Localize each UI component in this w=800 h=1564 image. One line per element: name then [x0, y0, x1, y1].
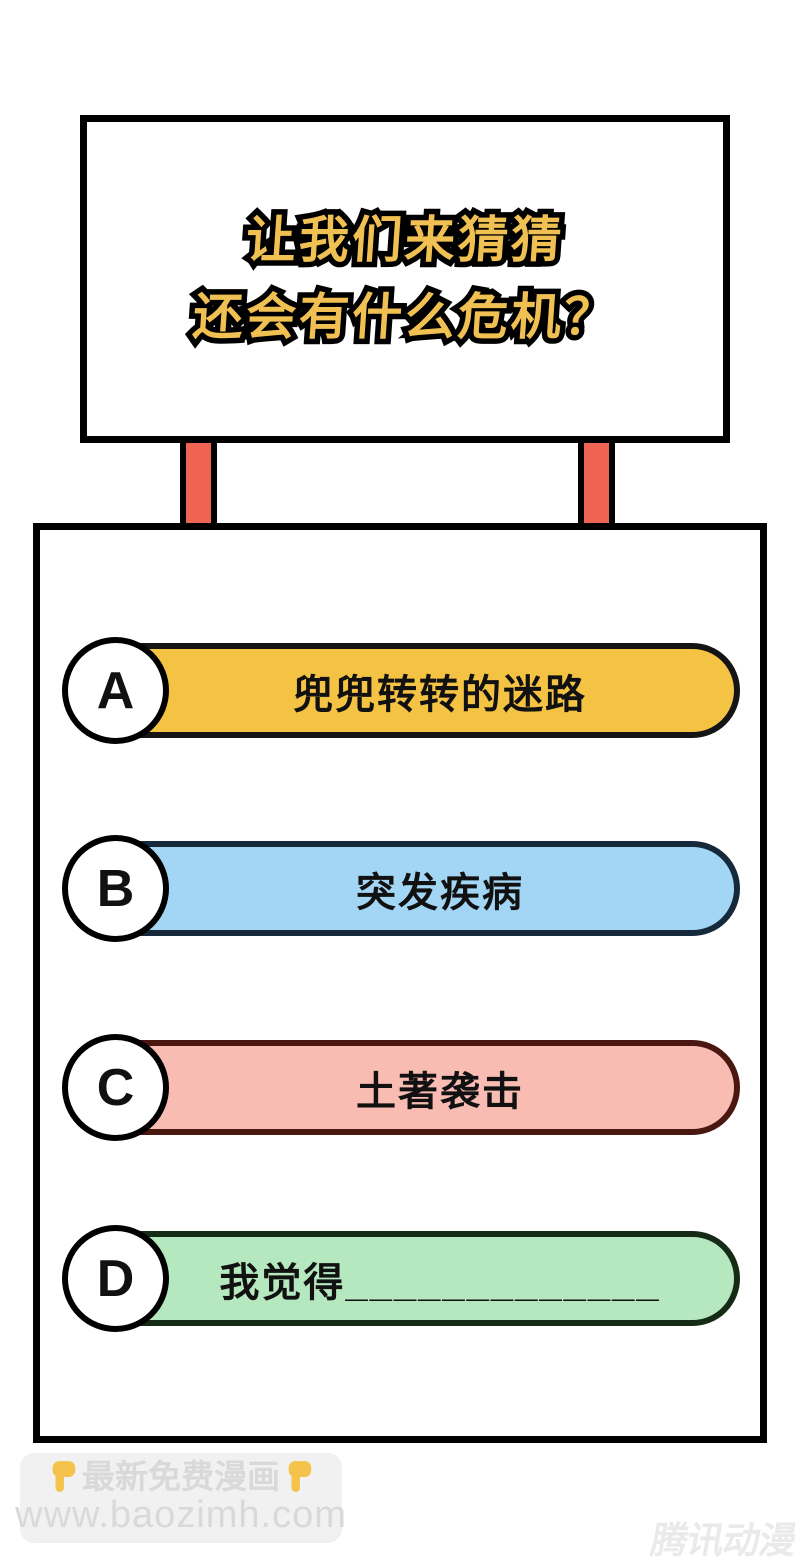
watermark: 最新免费漫画 www.baozimh.com — [15, 1453, 346, 1543]
sign-post-left — [180, 430, 217, 530]
option-a-letter: A — [96, 661, 135, 720]
sign-title-line1-text: 让我们来猜猜 — [244, 212, 566, 268]
option-a-pill[interactable]: 兜兜转转的迷路 — [70, 643, 740, 738]
option-c-letter: C — [96, 1058, 135, 1117]
option-b-label: 突发疾病 — [356, 870, 524, 915]
pointing-down-hand-icon — [52, 1461, 76, 1493]
watermark-line1-text: 最新免费漫画 — [82, 1457, 280, 1495]
option-c-badge: C — [62, 1034, 169, 1141]
option-d-letter: D — [96, 1249, 135, 1308]
option-b-letter: B — [96, 859, 135, 918]
option-c-pill[interactable]: 土著袭击 — [70, 1040, 740, 1135]
pointing-down-hand-icon — [288, 1461, 312, 1493]
option-row-a: A 兜兜转转的迷路 — [40, 637, 760, 744]
option-d-label: 我觉得_____________ — [219, 1260, 661, 1305]
option-d-pill[interactable]: 我觉得_____________ — [70, 1231, 740, 1326]
watermark-url: www.baozimh.com — [15, 1494, 347, 1537]
option-b-badge: B — [62, 835, 169, 942]
sign-board: 让我们来猜猜 让我们来猜猜 还会有什么危机？ 还会有什么危机？ — [80, 115, 730, 443]
watermark-line1: 最新免费漫画 — [48, 1457, 314, 1495]
option-a-label: 兜兜转转的迷路 — [293, 672, 587, 717]
sign-title-line1: 让我们来猜猜 让我们来猜猜 — [239, 207, 572, 274]
option-b-pill[interactable]: 突发疾病 — [70, 841, 740, 936]
option-row-c: C 土著袭击 — [40, 1034, 760, 1141]
option-d-badge: D — [62, 1225, 169, 1332]
option-row-d: D 我觉得_____________ — [40, 1225, 760, 1332]
sign-post-right — [578, 430, 615, 530]
option-a-badge: A — [62, 637, 169, 744]
publisher-logo: 腾讯动漫 — [647, 1520, 799, 1561]
sign-title-line2: 还会有什么危机？ 还会有什么危机？ — [186, 284, 625, 351]
option-row-b: B 突发疾病 — [40, 835, 760, 942]
option-c-label: 土著袭击 — [356, 1069, 524, 1114]
options-panel: A 兜兜转转的迷路 B 突发疾病 C 土著袭击 D 我觉得___________… — [33, 523, 767, 1443]
sign-title-line2-text: 还会有什么危机？ — [191, 289, 619, 345]
